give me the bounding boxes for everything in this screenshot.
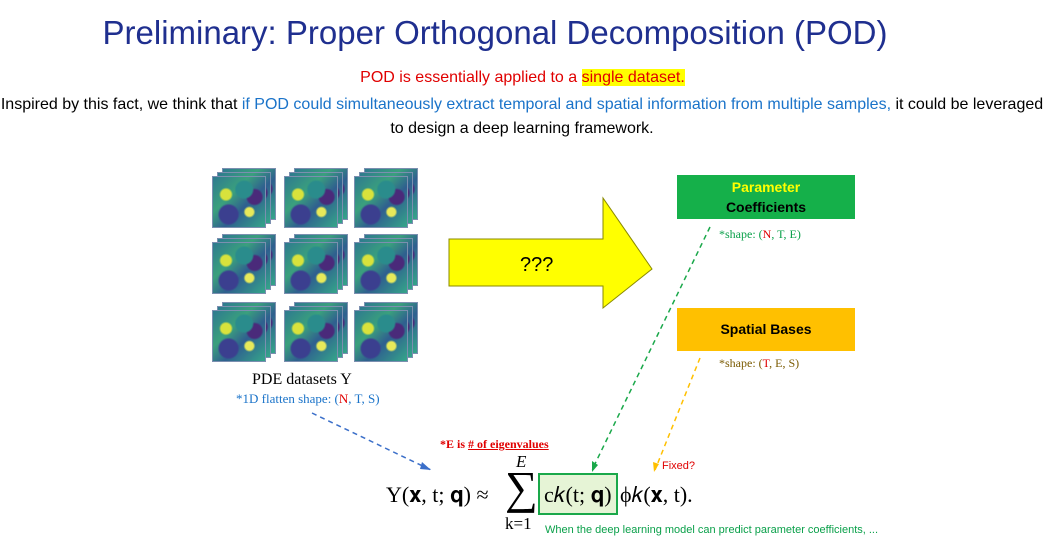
dashed-line-spatial bbox=[654, 357, 701, 471]
prediction-note: When the deep learning model can predict… bbox=[545, 524, 879, 536]
arrowhead-blue bbox=[420, 462, 431, 470]
spatial-shape: *shape: (T, E, S) bbox=[719, 356, 799, 371]
dataset-stack bbox=[284, 168, 348, 228]
dashed-line-parameter bbox=[591, 226, 711, 471]
equation-lhs: Y(𝐱, t; 𝐪) ≈ bbox=[386, 482, 489, 507]
equation-sum-symbol: ∑ bbox=[505, 462, 538, 513]
eigenvalue-note: *E is # of eigenvalues bbox=[440, 437, 549, 452]
parameter-shape: *shape: (N, T, E) bbox=[719, 227, 801, 242]
spatial-bases-box: Spatial Bases bbox=[677, 308, 855, 351]
shape-rest: , T, E) bbox=[771, 227, 801, 241]
dataset-stack bbox=[354, 302, 418, 362]
slide-title: Preliminary: Proper Orthogonal Decomposi… bbox=[102, 14, 888, 51]
shape-rest: , T, S) bbox=[348, 391, 380, 406]
motivation-text: Inspired by this fact, we think that if … bbox=[0, 93, 1045, 141]
pde-datasets-shape: *1D flatten shape: (N, T, S) bbox=[236, 391, 380, 407]
pod-statement-highlight: single dataset. bbox=[581, 69, 685, 86]
shape-prefix: *shape: ( bbox=[719, 227, 763, 241]
shape-n: N bbox=[762, 227, 772, 241]
parameter-box-line2: Coefficients bbox=[725, 199, 807, 215]
arrowhead-green bbox=[592, 461, 598, 472]
pde-datasets-label: PDE datasets Y bbox=[252, 371, 352, 388]
pod-statement-prefix: POD is essentially applied to a bbox=[360, 69, 582, 86]
dataset-stack bbox=[354, 234, 418, 294]
equation-sum-lower: k=1 bbox=[505, 514, 532, 533]
big-yellow-arrow bbox=[448, 196, 653, 310]
shape-n: N bbox=[338, 391, 349, 406]
shape-rest: , E, S) bbox=[769, 356, 800, 370]
motivation-part3: it could be leveraged to design a deep l… bbox=[390, 96, 1044, 137]
equation-coefficient: c𝑘(t; 𝐪) bbox=[544, 482, 612, 507]
dataset-stack bbox=[284, 234, 348, 294]
arrowhead-orange bbox=[653, 462, 659, 472]
parameter-coefficients-box: Parameter Coefficients bbox=[677, 175, 855, 219]
equation-sum-upper: E bbox=[516, 452, 527, 471]
pde-dataset-grid bbox=[212, 168, 422, 368]
fixed-question-note: Fixed? bbox=[662, 460, 696, 472]
shape-prefix: *shape: ( bbox=[719, 356, 763, 370]
coefficient-highlight-box bbox=[538, 473, 618, 515]
dashed-arrow-to-equation bbox=[311, 412, 432, 471]
motivation-part1: Inspired by this fact, we think that bbox=[0, 96, 242, 113]
unknown-mapping-label: ??? bbox=[520, 254, 554, 276]
pod-statement: POD is essentially applied to a single d… bbox=[0, 69, 1045, 87]
shape-t: T bbox=[762, 356, 770, 370]
parameter-box-line1: Parameter bbox=[731, 179, 801, 195]
motivation-highlight: if POD could simultaneously extract temp… bbox=[241, 96, 892, 113]
shape-prefix: *1D flatten shape: ( bbox=[236, 391, 339, 406]
dataset-stack bbox=[212, 234, 276, 294]
equation-basis: ϕ𝑘(𝐱, t). bbox=[620, 482, 693, 507]
dataset-stack bbox=[212, 302, 276, 362]
eigen-note-prefix: *E is bbox=[440, 437, 469, 451]
eigen-note-underlined: # of eigenvalues bbox=[468, 437, 549, 451]
dataset-stack bbox=[284, 302, 348, 362]
dataset-stack bbox=[354, 168, 418, 228]
dataset-stack bbox=[212, 168, 276, 228]
